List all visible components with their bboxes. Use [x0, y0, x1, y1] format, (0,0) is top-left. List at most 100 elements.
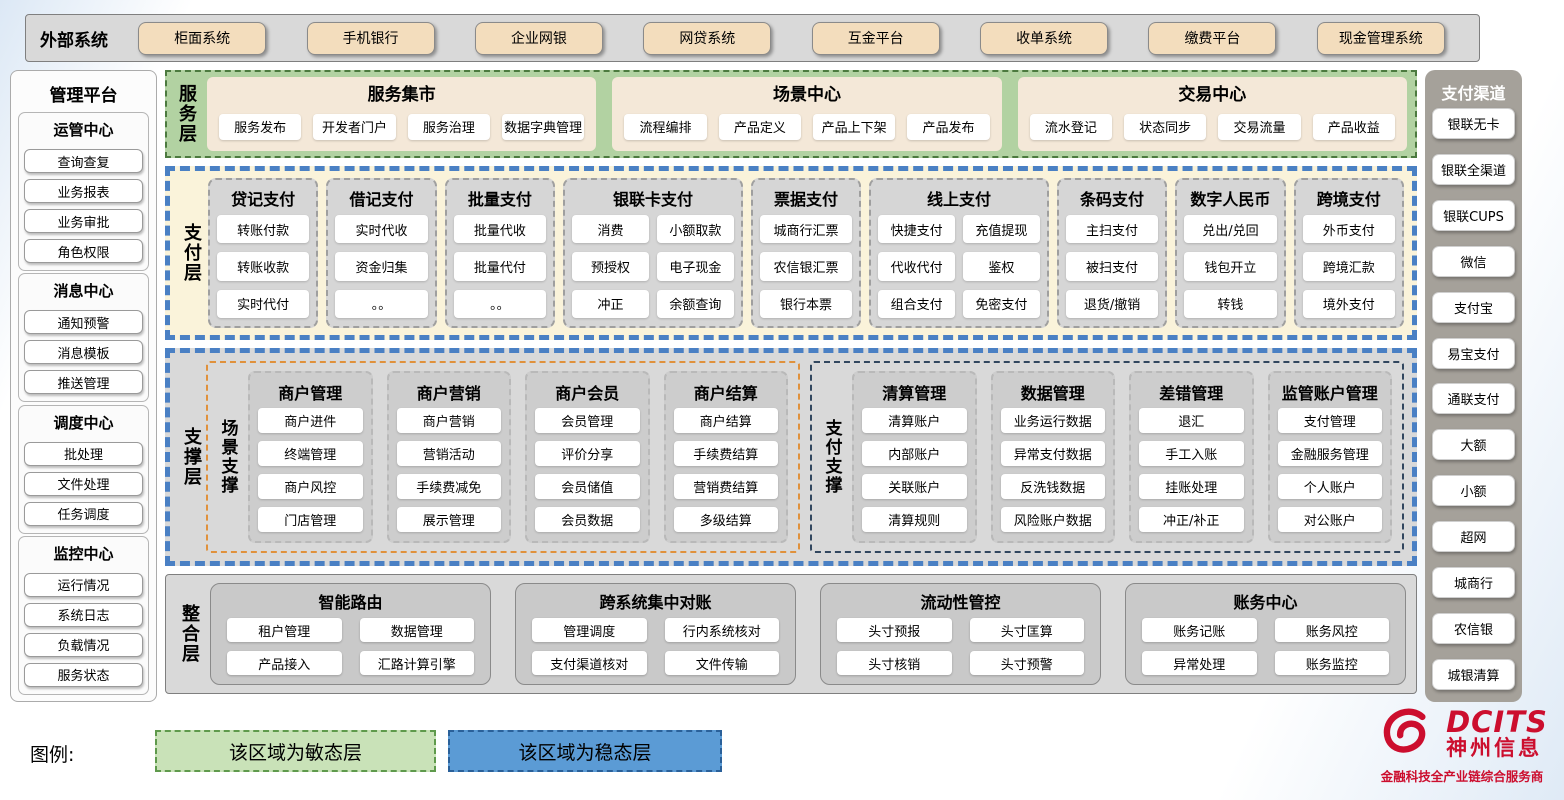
feature-button[interactable]: 退汇 [1139, 408, 1244, 433]
feature-button[interactable]: 头寸预警 [969, 651, 1084, 675]
feature-button[interactable]: 产品接入 [227, 651, 342, 675]
feature-button[interactable]: 余额查询 [656, 289, 734, 318]
feature-button[interactable]: 系统日志 [24, 602, 143, 627]
external-system-button[interactable]: 企业网银 [474, 21, 603, 55]
payment-channel-button[interactable]: 易宝支付 [1432, 337, 1515, 369]
external-system-button[interactable]: 手机银行 [306, 21, 435, 55]
feature-button[interactable]: 数据字典管理 [501, 113, 585, 140]
feature-button[interactable]: 手工入账 [1139, 441, 1244, 466]
feature-button[interactable]: 退货/撤销 [1065, 289, 1159, 318]
feature-button[interactable]: 会员管理 [535, 408, 640, 433]
feature-button[interactable]: 风险账户数据 [1000, 507, 1105, 532]
feature-button[interactable]: 批处理 [24, 441, 143, 466]
feature-button[interactable]: 支付管理 [1277, 408, 1382, 433]
feature-button[interactable]: 通知预警 [24, 310, 143, 335]
feature-button[interactable]: 预授权 [572, 252, 649, 281]
feature-button[interactable]: 个人账户 [1277, 474, 1382, 499]
feature-button[interactable]: 跨境汇款 [1302, 252, 1395, 281]
feature-button[interactable]: 资金归集 [335, 252, 428, 281]
feature-button[interactable]: 小额取款 [656, 215, 734, 244]
feature-button[interactable]: 产品发布 [907, 113, 990, 140]
feature-button[interactable]: 支付渠道核对 [532, 651, 647, 675]
feature-button[interactable]: 头寸匡算 [969, 618, 1084, 642]
feature-button[interactable]: 多级结算 [673, 507, 778, 532]
feature-button[interactable]: 批量代收 [453, 215, 547, 244]
feature-button[interactable]: 业务运行数据 [1000, 408, 1105, 433]
feature-button[interactable]: 挂账处理 [1139, 474, 1244, 499]
payment-channel-button[interactable]: 农信银 [1432, 612, 1515, 644]
feature-button[interactable]: 账务风控 [1274, 618, 1389, 642]
feature-button[interactable]: 城商行汇票 [759, 215, 853, 244]
payment-channel-button[interactable]: 城商行 [1432, 567, 1515, 599]
feature-button[interactable]: 评价分享 [535, 441, 640, 466]
feature-button[interactable]: 业务报表 [24, 179, 143, 203]
feature-button[interactable]: 展示管理 [396, 507, 501, 532]
feature-button[interactable]: 产品定义 [718, 113, 801, 140]
feature-button[interactable]: 兑出/兑回 [1184, 215, 1277, 244]
feature-button[interactable]: 流水登记 [1029, 113, 1112, 140]
payment-channel-button[interactable]: 银联全渠道 [1432, 153, 1515, 185]
feature-button[interactable]: 异常支付数据 [1000, 441, 1105, 466]
feature-button[interactable]: 农信银汇票 [759, 252, 853, 281]
external-system-button[interactable]: 柜面系统 [138, 21, 267, 55]
feature-button[interactable]: 营销费结算 [673, 474, 778, 499]
feature-button[interactable]: 钱包开立 [1184, 252, 1277, 281]
feature-button[interactable]: 汇路计算引擎 [359, 651, 474, 675]
feature-button[interactable]: 开发者门户 [313, 113, 396, 140]
payment-channel-button[interactable]: 超网 [1432, 521, 1515, 553]
feature-button[interactable]: 外币支付 [1302, 215, 1395, 244]
feature-button[interactable]: 消费 [572, 215, 649, 244]
feature-button[interactable]: 营销活动 [396, 441, 501, 466]
feature-button[interactable]: 清算规则 [862, 507, 967, 532]
payment-channel-button[interactable]: 支付宝 [1432, 291, 1515, 323]
feature-button[interactable]: 冲正 [572, 289, 649, 318]
payment-channel-button[interactable]: 大额 [1432, 429, 1515, 461]
feature-button[interactable]: 手续费结算 [673, 441, 778, 466]
external-system-button[interactable]: 网贷系统 [643, 21, 772, 55]
feature-button[interactable]: 消息模板 [24, 340, 143, 365]
feature-button[interactable]: 推送管理 [24, 370, 143, 395]
feature-button[interactable]: 产品上下架 [812, 113, 896, 140]
feature-button[interactable]: 任务调度 [24, 501, 143, 526]
payment-channel-button[interactable]: 银联无卡 [1432, 108, 1515, 139]
feature-button[interactable]: 商户结算 [673, 408, 778, 433]
feature-button[interactable]: 会员储值 [535, 474, 640, 499]
feature-button[interactable]: 查询查复 [24, 149, 143, 173]
feature-button[interactable]: 免密支付 [963, 289, 1040, 318]
feature-button[interactable]: 鉴权 [963, 252, 1040, 281]
feature-button[interactable]: 头寸核销 [837, 651, 952, 675]
feature-button[interactable]: 转账付款 [217, 215, 310, 244]
feature-button[interactable]: 产品收益 [1312, 113, 1395, 140]
external-system-button[interactable]: 互金平台 [811, 21, 940, 55]
feature-button[interactable]: 交易流量 [1218, 113, 1301, 140]
feature-button[interactable]: 代收代付 [878, 252, 955, 281]
feature-button[interactable]: 服务发布 [219, 113, 302, 140]
feature-button[interactable]: 对公账户 [1277, 507, 1382, 532]
feature-button[interactable]: 境外支付 [1302, 289, 1395, 318]
feature-button[interactable]: 账务监控 [1274, 651, 1389, 675]
feature-button[interactable]: 商户营销 [396, 408, 501, 433]
feature-button[interactable]: 实时代付 [217, 289, 310, 318]
feature-button[interactable]: 内部账户 [862, 441, 967, 466]
feature-button[interactable]: 充值提现 [963, 215, 1040, 244]
payment-channel-button[interactable]: 小额 [1432, 475, 1515, 507]
external-system-button[interactable]: 收单系统 [980, 21, 1109, 55]
feature-button[interactable]: 。。 [453, 289, 547, 318]
feature-button[interactable]: 电子现金 [656, 252, 734, 281]
payment-channel-button[interactable]: 通联支付 [1432, 383, 1515, 415]
feature-button[interactable]: 关联账户 [862, 474, 967, 499]
feature-button[interactable]: 清算账户 [862, 408, 967, 433]
feature-button[interactable]: 转钱 [1184, 289, 1277, 318]
payment-channel-button[interactable]: 微信 [1432, 245, 1515, 277]
feature-button[interactable]: 主扫支付 [1065, 215, 1159, 244]
feature-button[interactable]: 商户进件 [258, 408, 363, 433]
feature-button[interactable]: 转账收款 [217, 252, 310, 281]
feature-button[interactable]: 负载情况 [24, 632, 143, 657]
feature-button[interactable]: 账务记账 [1142, 618, 1257, 642]
feature-button[interactable]: 快捷支付 [878, 215, 955, 244]
feature-button[interactable]: 。。 [335, 289, 428, 318]
feature-button[interactable]: 被扫支付 [1065, 252, 1159, 281]
feature-button[interactable]: 头寸预报 [837, 618, 952, 642]
feature-button[interactable]: 组合支付 [878, 289, 955, 318]
external-system-button[interactable]: 缴费平台 [1148, 21, 1277, 55]
